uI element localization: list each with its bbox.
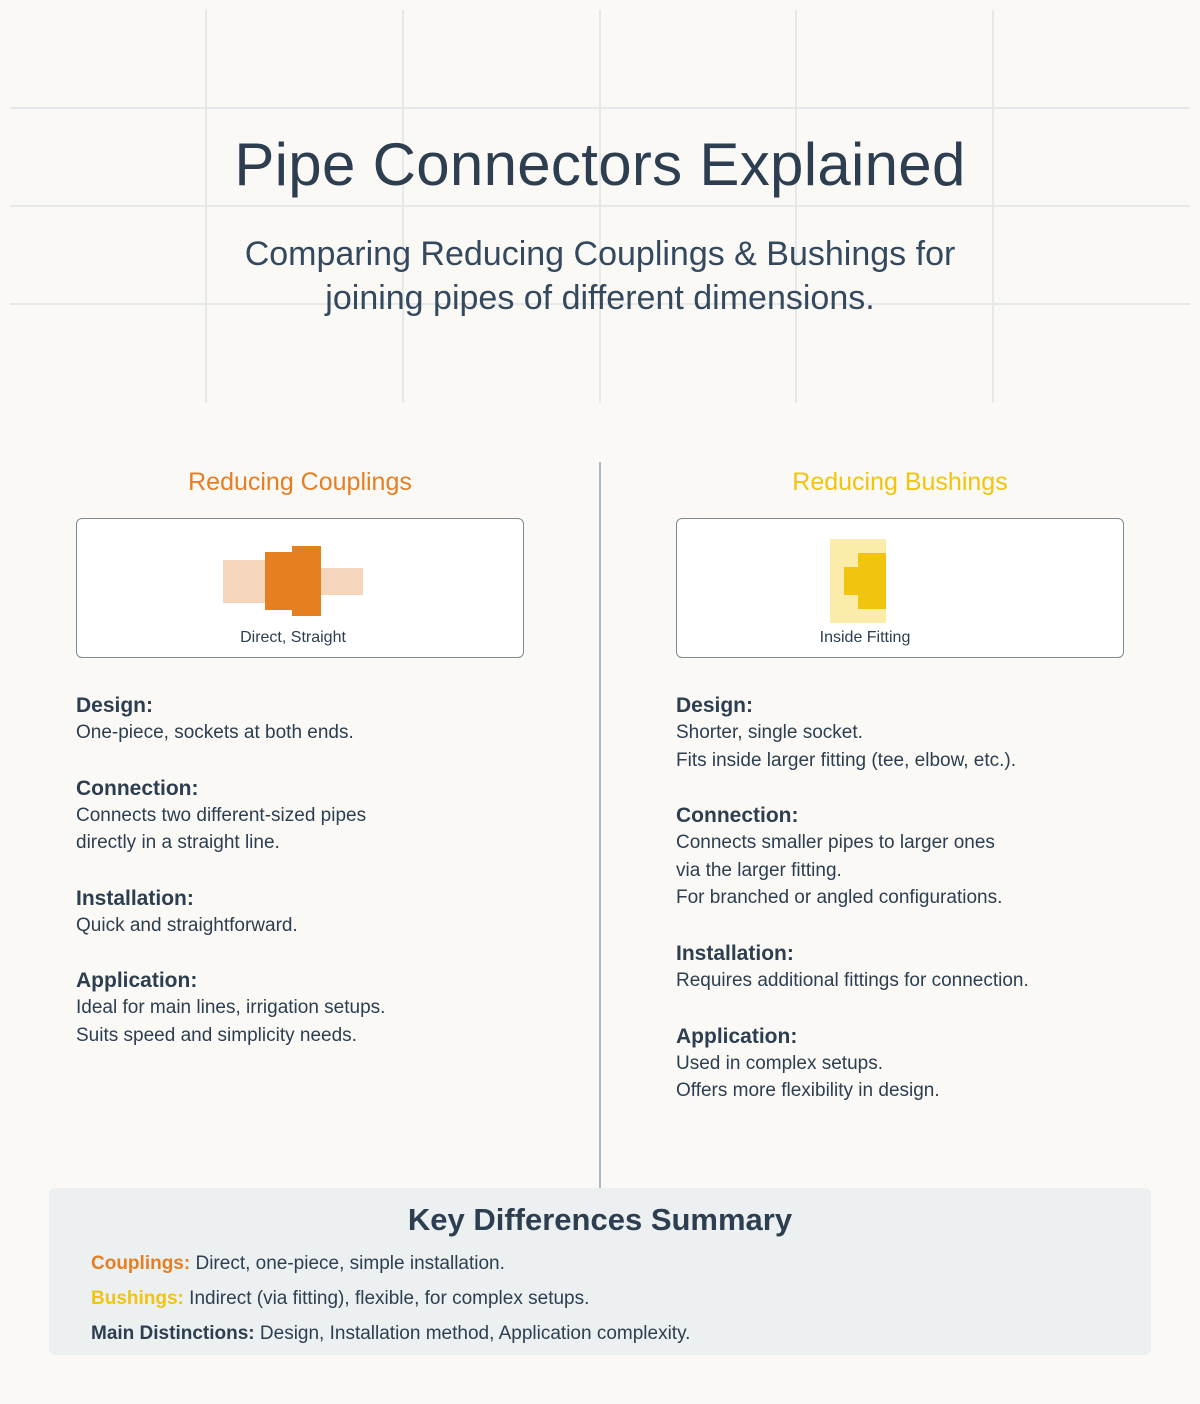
section-text: Ideal for main lines, irrigation setups. [76, 997, 386, 1019]
section-text: Requires additional fittings for connect… [676, 969, 1029, 991]
section-title: Design: [676, 694, 754, 717]
section-text: One-piece, sockets at both ends. [76, 722, 354, 743]
subtitle-line-2: joining pipes of different dimensions. [325, 279, 875, 317]
couplings-application: Application: Ideal for main lines, irrig… [76, 967, 524, 1049]
bushing-socket [844, 567, 858, 595]
bushings-heading: Reducing Bushings [792, 468, 1008, 496]
coupling-diagram-card: Direct, Straight [76, 518, 524, 658]
section-title: Connection: [676, 804, 799, 828]
section-text: Connects two different-sized pipes [76, 804, 367, 826]
page-title: Pipe Connectors Explained [234, 131, 966, 198]
couplings-design: Design: One-piece, sockets at both ends. [76, 692, 524, 747]
bushing-caption: Inside Fitting [819, 629, 911, 646]
coupling-pipe-large [223, 560, 273, 603]
summary-couplings-text: Direct, one-piece, simple installation. [190, 1253, 505, 1274]
background-grid [10, 10, 1190, 403]
summary-main-label: Main Distinctions: [91, 1323, 255, 1344]
section-text: Offers more flexibility in design. [676, 1080, 940, 1102]
bushings-column: Reducing Bushings Inside Fitting Design:… [676, 462, 1124, 1101]
page-subtitle: Comparing Reducing Couplings & Bushings … [200, 232, 1000, 320]
coupling-illustration [223, 546, 363, 616]
summary-couplings-row: Couplings: Direct, one-piece, simple ins… [91, 1253, 505, 1275]
bushings-details: Design: Shorter, single socket. Fits ins… [676, 692, 1124, 1133]
section-text: For branched or angled configurations. [676, 887, 1003, 909]
bushing-body [858, 553, 886, 609]
summary-couplings-label: Couplings: [91, 1253, 191, 1274]
section-title: Connection: [76, 776, 199, 800]
bushings-application: Application: Used in complex setups. Off… [676, 1023, 1124, 1105]
column-divider [599, 462, 601, 1188]
coupling-pipe-small [319, 568, 363, 595]
section-title: Design: [76, 694, 154, 717]
section-text: Connects smaller pipes to larger ones [676, 832, 995, 854]
section-text: Quick and straightforward. [76, 914, 298, 936]
bushings-design: Design: Shorter, single socket. Fits ins… [676, 692, 1124, 774]
bushing-diagram-card: Inside Fitting [676, 518, 1124, 658]
summary-main-text: Design, Installation method, Application… [254, 1323, 691, 1344]
section-text: Used in complex setups. [676, 1052, 883, 1074]
summary-main-row: Main Distinctions: Design, Installation … [91, 1323, 690, 1345]
couplings-column: Reducing Couplings Direct, Straight Desi… [76, 462, 524, 1046]
section-title: Application: [76, 969, 198, 993]
bushings-connection: Connection: Connects smaller pipes to la… [676, 802, 1124, 912]
couplings-installation: Installation: Quick and straightforward. [76, 885, 524, 940]
subtitle-line-1: Comparing Reducing Couplings & Bushings … [244, 235, 956, 273]
summary-bushings-text: Indirect (via fitting), flexible, for co… [183, 1288, 590, 1309]
couplings-connection: Connection: Connects two different-sized… [76, 775, 524, 857]
coupling-socket-small [292, 546, 321, 616]
section-text: directly in a straight line. [76, 832, 280, 854]
section-title: Installation: [676, 941, 794, 965]
section-text: Fits inside larger fitting (tee, elbow, … [676, 749, 1017, 771]
summary-title: Key Differences Summary [407, 1202, 793, 1237]
summary-bushings-row: Bushings: Indirect (via fitting), flexib… [91, 1288, 589, 1310]
bushings-installation: Installation: Requires additional fittin… [676, 940, 1124, 995]
section-text: Shorter, single socket. [676, 722, 863, 743]
couplings-heading: Reducing Couplings [188, 468, 412, 496]
summary-panel: Key Differences Summary Couplings: Direc… [49, 1188, 1151, 1355]
summary-bushings-label: Bushings: [91, 1288, 184, 1309]
section-text: Suits speed and simplicity needs. [76, 1024, 357, 1046]
couplings-details: Design: One-piece, sockets at both ends.… [76, 692, 524, 1078]
bushing-illustration [830, 539, 886, 623]
coupling-caption: Direct, Straight [240, 629, 346, 646]
section-title: Installation: [76, 886, 194, 910]
section-title: Application: [676, 1024, 798, 1048]
section-text: via the larger fitting. [676, 859, 842, 881]
